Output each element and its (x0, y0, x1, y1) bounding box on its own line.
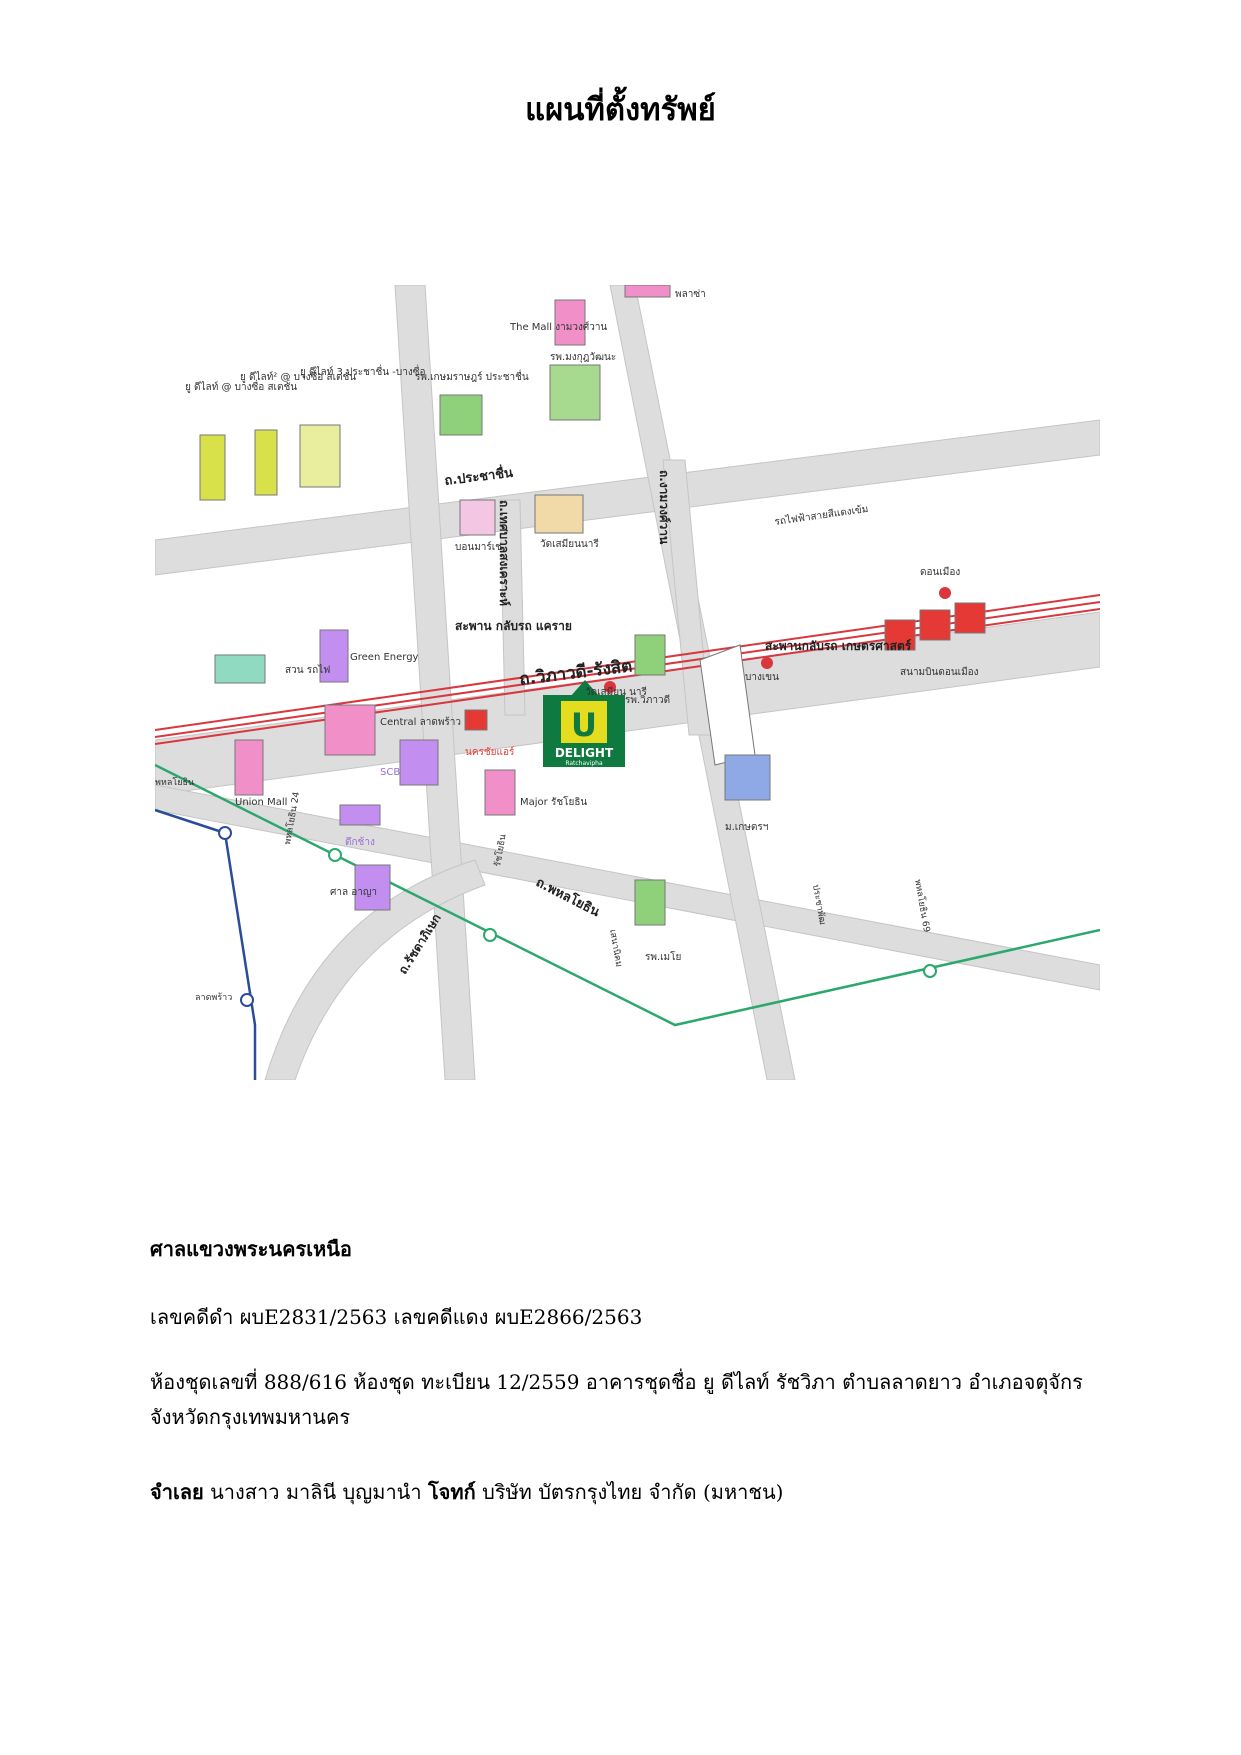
building-shapes (199, 285, 986, 926)
logo-sub: Ratchavipha (565, 760, 603, 767)
defendant-label: จำเลย (150, 1480, 204, 1504)
defendant-name: นางสาว มาลินี บุญมานำ (210, 1480, 422, 1504)
label-scb: SCB (380, 767, 400, 778)
label-tuk-chang: ตึกช้าง (345, 836, 375, 848)
page-title: แผนที่ตั้งทรัพย์ (525, 92, 716, 128)
label-bridge-kasetsart: สะพานกลับรถ เกษตรศาสตร์ (765, 639, 912, 653)
road-network (155, 285, 1100, 1080)
plaintiff-label: โจทก์ (427, 1480, 476, 1504)
blue-line-rail (155, 808, 257, 1080)
logo-brand: DELIGHT (555, 746, 614, 760)
label-union-mall: Union Mall (235, 797, 287, 808)
label-don-mueang-station: ดอนเมือง (920, 566, 960, 578)
label-don-mueang-airport: สนามบินดอนเมือง (900, 666, 979, 678)
label-bon-marche: บอนมาร์เช่ (455, 541, 502, 553)
label-wat-samian-station: วัดเสมียน นารี (585, 686, 648, 698)
label-plaza: พลาซ่า (675, 289, 706, 300)
label-phahon-station: พหลโยธิน (155, 777, 194, 788)
location-map: U DELIGHT Ratchavipha ถ.วิภาวดี-รังสิต ถ… (155, 285, 1100, 1080)
case-numbers: เลขคดีดำ ผบE2831/2563 เลขคดีแดง ผบE2866/… (150, 1305, 643, 1329)
road-label-ngamwongwan: ถ.งามวงศ์วาน (657, 470, 671, 545)
room-line-2: จังหวัดกรุงเทพมหานคร (150, 1405, 351, 1429)
label-bang-khen: บางเขน (745, 672, 779, 683)
room-line-1: ห้องชุดเลขที่ 888/616 ห้องชุด ทะเบียน 12… (150, 1370, 1083, 1394)
room-details: ห้องชุดเลขที่ 888/616 ห้องชุด ทะเบียน 12… (150, 1365, 1110, 1435)
parties-line: จำเลย นางสาว มาลินี บุญมานำ โจทก์ บริษัท… (150, 1475, 1110, 1510)
label-udelight2: ยู ดีไลท์² @ บางซื่อ สเตชั่น (240, 369, 356, 383)
label-vibhavadi-hospital: รพ.วิภาวดี (625, 694, 670, 706)
label-lat-phrao-station: ลาดพร้าว (195, 992, 232, 1003)
label-green-energy: Green Energy (350, 652, 419, 663)
label-nakornchai: นครชัยแอร์ (465, 746, 515, 758)
label-udelight-bangsue: ยู ดีไลท์ @ บางซื่อ สเตชั่น (185, 379, 297, 393)
label-kasemrad: รพ.เกษมราษฎร์ ประชาชื่น (415, 369, 529, 383)
u-delight-logo: U DELIGHT Ratchavipha (543, 680, 625, 767)
logo-letter: U (571, 706, 597, 744)
plaintiff-name: บริษัท บัตรกรุงไทย จำกัด (มหาชน) (482, 1480, 784, 1504)
label-court: ศาล อาญา (330, 887, 377, 898)
court-name: ศาลแขวงพระนครเหนือ (150, 1237, 352, 1261)
label-suan-rotfai: สวน รถไฟ (285, 664, 330, 676)
label-wat-samian: วัดเสมียนนารี (540, 538, 599, 550)
label-udelight3: ยู ดีไลท์ 3 ประชาชื่น -บางซื่อ (300, 364, 426, 378)
label-major: Major รัชโยธิน (520, 795, 587, 808)
label-mayo: รพ.เมโย (645, 950, 681, 963)
road-label-thesaban: ถ.เทศบาลสงเคราะห์ (497, 500, 511, 606)
label-mongkut: รพ.มงกุฎวัฒนะ (550, 352, 616, 363)
label-central: Central ลาดพร้าว (380, 716, 461, 728)
label-kasetsart: ม.เกษตรฯ (725, 822, 768, 833)
label-bridge-khae-rai: สะพาน กลับรถ แคราย (455, 619, 572, 633)
green-line-rail (155, 763, 1100, 1027)
label-the-mall: The Mall งามวงศ์วาน (509, 321, 607, 333)
